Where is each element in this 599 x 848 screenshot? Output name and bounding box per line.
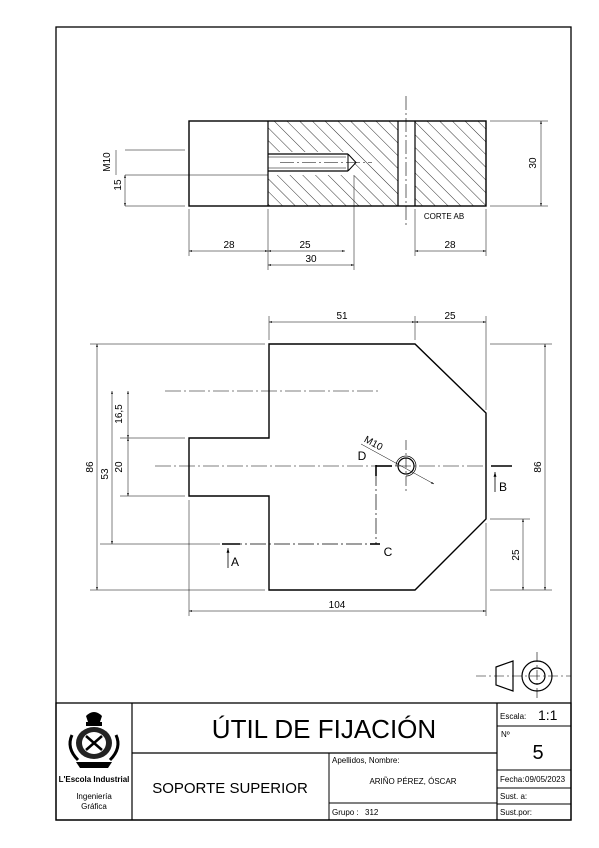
dim-bottom-width-label: 104 [329,600,346,611]
dim-top-left-label: 51 [336,311,348,322]
name-label: Apellidos, Nombre: [332,756,400,765]
drawing-title: ÚTIL DE FIJACIÓN [212,714,436,744]
dim-mid-step-label: 20 [114,461,125,473]
scale-value: 1:1 [538,707,558,723]
logo-crest-icon [68,712,120,768]
hatch-region-right [415,121,486,206]
plan-outline [188,343,487,591]
dim-depth-label: 15 [113,179,124,191]
substitutes-label: Sust. a: [500,792,527,801]
number-label: Nº [501,730,510,739]
drawing-subtitle: SOPORTE SUPERIOR [152,780,308,797]
plan-view [90,316,552,616]
point-c-label: C [384,545,393,559]
logo-line-3: Gráfica [81,802,107,811]
dim-right-label: 28 [444,240,456,251]
drawing-number: 5 [532,742,543,764]
point-d-label: D [358,449,367,463]
dim-overall-height-right-label: 86 [533,461,544,473]
scale-label: Escala: [500,712,526,721]
dim-overall-height-left-label: 86 [85,461,96,473]
group-value: 312 [365,808,379,817]
logo-line-2: Ingeniería [76,792,112,801]
substituted-by-label: Sust.por: [500,808,532,817]
group-label: Grupo : [332,808,359,817]
dim-top-right-label: 25 [444,311,456,322]
title-block [55,702,572,821]
section-label: CORTE AB [424,212,464,221]
projection-symbol-icon [476,652,571,700]
logo-line-1: L'Escola Industrial [59,775,130,784]
dim-upper-step-label: 16,5 [114,404,125,424]
dim-thread-length-label: 30 [305,254,317,265]
dim-mid-label: 25 [299,240,311,251]
dim-chamfer-label: 25 [511,549,522,561]
dim-lower-total-label: 53 [100,468,111,480]
date-label: Fecha: [500,775,524,784]
dim-height-label: 30 [528,157,539,169]
section-view [115,96,548,270]
name-value: ARIÑO PÉREZ, ÓSCAR [369,777,456,786]
point-a-label: A [231,555,239,569]
dim-thread-label: M10 [102,152,113,172]
dim-left-label: 28 [223,240,235,251]
date-value: 09/05/2023 [525,775,566,784]
point-b-label: B [499,480,507,494]
section-outline [188,120,487,207]
